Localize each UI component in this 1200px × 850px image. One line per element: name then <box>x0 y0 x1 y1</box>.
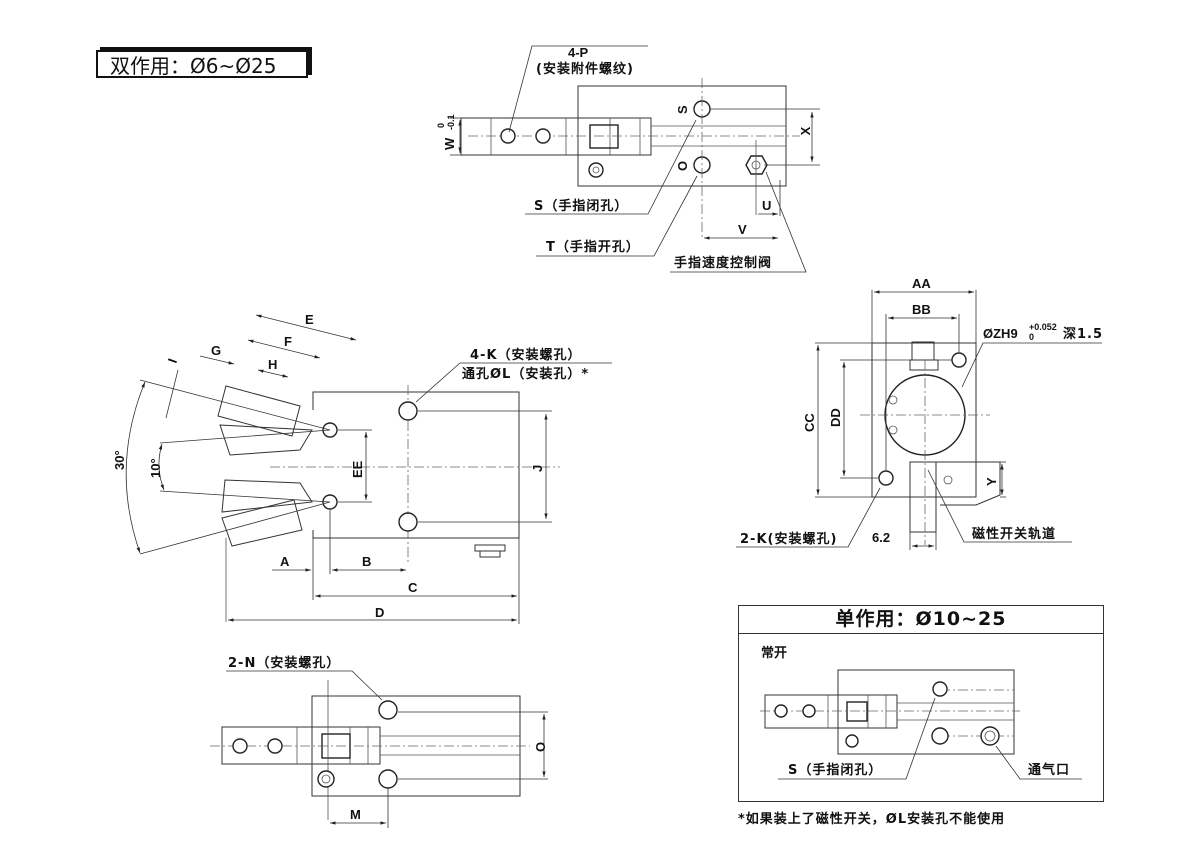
mount-hole <box>398 512 418 532</box>
bottom-jaw-bar <box>221 726 381 765</box>
single-acting-panel: 单作用：Ø10~25 常开 <box>738 605 1104 802</box>
dim-u: U <box>762 198 771 213</box>
dim-dd: DD <box>828 408 843 427</box>
body-hole <box>588 162 604 178</box>
vent-port-icon <box>980 726 1000 746</box>
footnote: *如果装上了磁性开关，ØL安装孔不能使用 <box>738 812 1006 827</box>
single-body-outline <box>837 669 1015 755</box>
callout-2n: 2-N（安装螺孔） <box>228 655 340 671</box>
callout-t-port: T（手指开孔） <box>546 239 640 255</box>
callout-2k: 2-K(安装螺孔) <box>740 531 837 547</box>
top-jaw-bar <box>460 117 652 156</box>
dim-w-tol-lower: -0.1 <box>446 114 456 130</box>
body-hole <box>845 734 859 748</box>
port-s-label: S <box>675 105 690 114</box>
callout-zh-depth: 深1.5 <box>1063 326 1103 342</box>
dim-i: I <box>165 356 180 365</box>
mount-thread-hole <box>500 128 516 144</box>
top-view: X U V W 0 -0.1 S O 4-P (安装附件螺纹) S（手指闭孔） … <box>436 45 820 273</box>
jaw-hole <box>267 738 283 754</box>
side-view: 30° 10° E F G H I EE J A B C <box>112 312 612 624</box>
callout-s-port: S（手指闭孔） <box>534 198 628 214</box>
bottom-view: O M 2-N（安装螺孔） <box>210 655 548 828</box>
dim-bb: BB <box>912 302 931 317</box>
dim-w-tol-upper: 0 <box>436 123 446 128</box>
jaw-hole <box>232 738 248 754</box>
mount-hole <box>398 401 418 421</box>
dim-j: J <box>530 465 545 472</box>
dim-6-2: 6.2 <box>872 530 890 545</box>
angle-30: 30° <box>112 450 127 470</box>
dim-d: D <box>375 605 384 620</box>
callout-speed-valve: 手指速度控制阀 <box>674 255 772 271</box>
speed-valve-icon <box>745 155 768 175</box>
dim-y: Y <box>984 477 999 486</box>
side-body-outline <box>312 391 520 539</box>
mount-thread-hole <box>535 128 551 144</box>
callout-4k: 4-K（安装螺孔） <box>470 347 582 363</box>
dim-x: X <box>798 126 813 135</box>
callout-l: 通孔ØL（安装孔）* <box>462 366 589 382</box>
end-body-outline <box>871 342 977 498</box>
callout-4p: 4-P <box>568 45 589 60</box>
dim-v: V <box>738 222 747 237</box>
single-acting-mode: 常开 <box>761 646 788 661</box>
jaw-hole <box>774 704 788 718</box>
dim-g: G <box>211 343 221 358</box>
dim-h: H <box>268 357 277 372</box>
dim-aa: AA <box>912 276 931 291</box>
callout-switch-rail: 磁性开关轨道 <box>972 526 1056 542</box>
angle-10: 10° <box>148 458 163 478</box>
callout-zh-tol-lower: 0 <box>1029 332 1034 342</box>
jaw-hole <box>802 704 816 718</box>
port-s-icon <box>932 681 948 697</box>
switch-rail <box>909 461 937 533</box>
dim-ee: EE <box>350 460 365 478</box>
dim-w: W <box>442 137 457 150</box>
dim-m: M <box>350 807 361 822</box>
dim-a: A <box>280 554 290 569</box>
callout-zh-tol-upper: +0.052 <box>1029 322 1057 332</box>
dim-f: F <box>284 334 292 349</box>
port-hole <box>317 770 335 788</box>
single-acting-title: 单作用：Ø10~25 <box>739 606 1103 634</box>
mount-hole-2n <box>378 769 398 789</box>
double-acting-title: 双作用：Ø6~Ø25 <box>96 50 308 78</box>
dim-cc: CC <box>802 413 817 432</box>
dim-e: E <box>305 312 314 327</box>
single-callout-s-port: S（手指闭孔） <box>788 762 882 778</box>
end-view: AA BB CC DD Y ØZH9 +0.052 0 深1.5 2-K(安装螺… <box>736 276 1103 550</box>
locating-hole <box>951 352 967 368</box>
dim-b: B <box>362 554 371 569</box>
dim-c: C <box>408 580 418 595</box>
mount-hole-2k <box>878 470 894 486</box>
callout-vent: 通气口 <box>1028 762 1070 778</box>
callout-4p-note: (安装附件螺纹) <box>536 61 634 77</box>
dim-o: O <box>533 742 548 752</box>
port-o-label: O <box>675 161 690 171</box>
callout-zh: ØZH9 <box>983 326 1018 341</box>
mount-hole-2n <box>378 700 398 720</box>
single-acting-view: S（手指闭孔） 通气口 <box>760 669 1082 780</box>
port-hole <box>931 727 949 745</box>
